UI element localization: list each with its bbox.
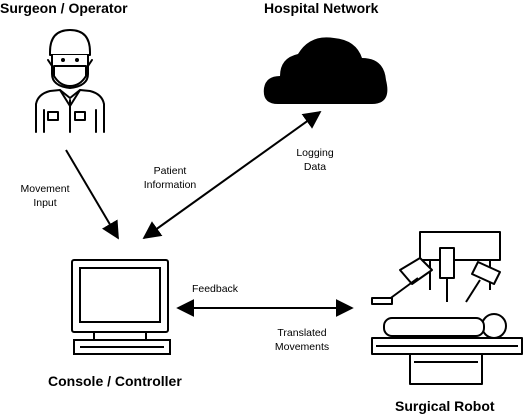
- edge-label-line: Patient: [153, 165, 187, 177]
- edge-label-line: Logging: [296, 147, 334, 159]
- cloud-icon: [263, 37, 388, 104]
- edge-label-line: Feedback: [191, 283, 239, 295]
- edge-label-movement-input: Movement Input: [12, 182, 78, 210]
- edge-label-line: Information: [143, 179, 197, 191]
- console-controller-label: Console / Controller: [48, 373, 182, 389]
- edge-label-patient-information: Patient Information: [130, 164, 210, 192]
- surgical-robot-icon: [371, 231, 523, 385]
- edge-label-line: Input: [33, 197, 57, 209]
- edge-label-line: Movements: [274, 341, 330, 353]
- edge-label-line: Translated: [277, 327, 327, 339]
- edge-label-logging-data: Logging Data: [282, 146, 348, 174]
- computer-monitor-icon: [71, 259, 171, 355]
- arrow-network-console-bidirectional: [142, 110, 322, 240]
- edge-label-line: Movement: [20, 183, 70, 195]
- surgical-robot-label: Surgical Robot: [395, 398, 495, 414]
- surgeon-operator-label: Surgeon / Operator: [0, 0, 128, 16]
- arrow-surgeon-to-console: [65, 149, 119, 240]
- edge-label-feedback: Feedback: [180, 282, 250, 296]
- surgeon-icon: [35, 29, 105, 133]
- hospital-network-label: Hospital Network: [264, 0, 379, 16]
- edge-label-translated-movements: Translated Movements: [262, 326, 342, 354]
- edge-label-line: Data: [303, 161, 327, 173]
